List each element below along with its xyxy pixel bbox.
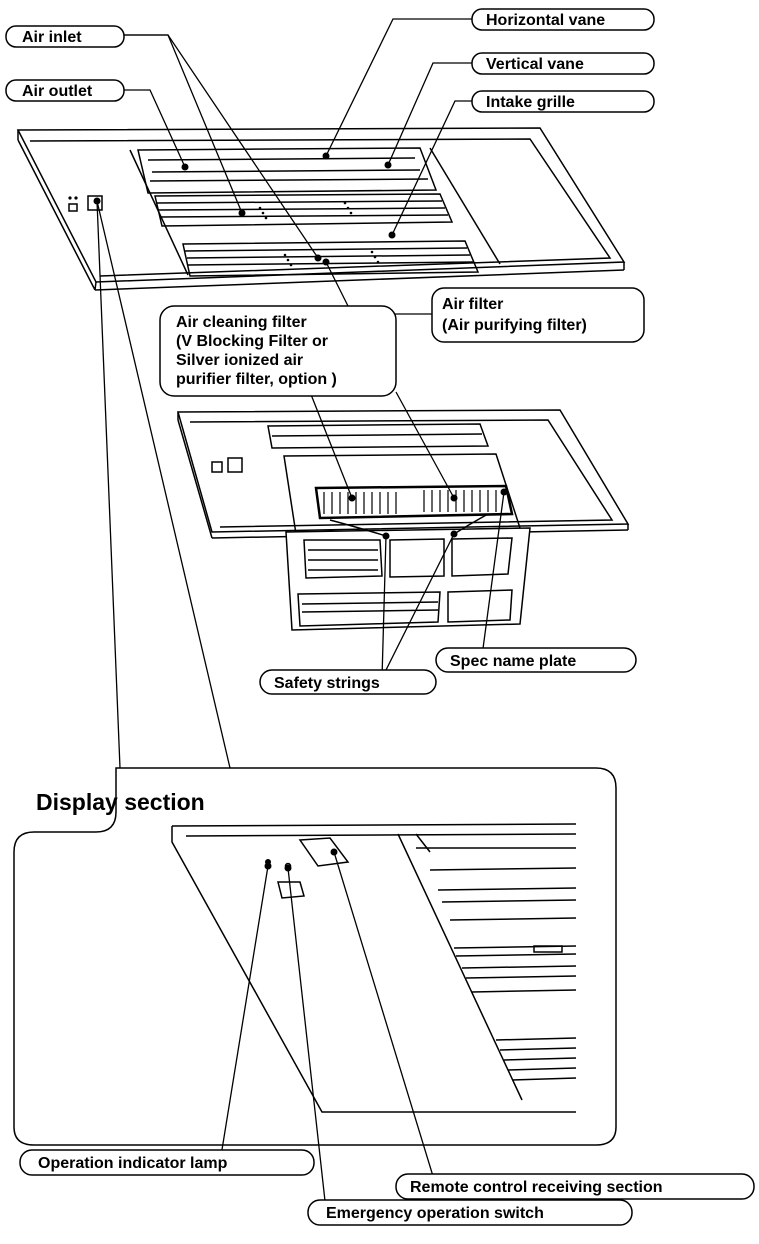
remote-control-receiving-section-label: Remote control receiving section [410,1179,663,1196]
air-cleaning-filter-box [159,305,397,397]
vertical-vane-label: Vertical vane [486,56,584,73]
operation-indicator-lamp-label: Operation indicator lamp [38,1155,228,1172]
leader-lines [96,18,505,1211]
display-section-title: Display section [36,789,205,815]
emergency-operation-switch-box [307,1199,633,1226]
remote-control-receiving-section-box [395,1173,755,1200]
air-cleaning-filter-label-line3: Silver ionized air [176,352,303,369]
air-outlet-box [5,79,125,102]
intake-grille-label: Intake grille [486,94,575,111]
middle-unit-panel [177,409,630,631]
top-unit-panel [16,127,626,291]
air-cleaning-filter-label-line1: Air cleaning filter [176,314,307,331]
air-outlet-label: Air outlet [22,83,93,100]
top-unit-details [68,196,380,267]
display-section-detail [171,823,577,1113]
horizontal-vane-label: Horizontal vane [486,12,605,29]
air-filter-label-line1: Air filter [442,296,503,313]
air-cleaning-filter-label-line4: purifier filter, option ) [176,371,337,388]
intake-grille-box [471,90,655,113]
spec-name-plate-label: Spec name plate [450,653,576,670]
spec-name-plate-box [435,647,637,673]
leader-dots [93,152,508,872]
air-filter-box [431,287,645,343]
air-inlet-label: Air inlet [22,29,82,46]
air-cleaning-filter-label-line2: (V Blocking Filter or [176,333,328,350]
middle-unit-filter-hatch [323,490,497,514]
safety-strings-label: Safety strings [274,675,380,692]
safety-strings-box [259,669,437,695]
display-section-frame [13,767,617,1146]
operation-indicator-lamp-box [19,1149,315,1176]
air-filter-label-line2: (Air purifying filter) [442,317,587,334]
air-inlet-box [5,25,125,48]
vertical-vane-box [471,52,655,75]
emergency-operation-switch-label: Emergency operation switch [326,1205,544,1222]
horizontal-vane-box [471,8,655,31]
